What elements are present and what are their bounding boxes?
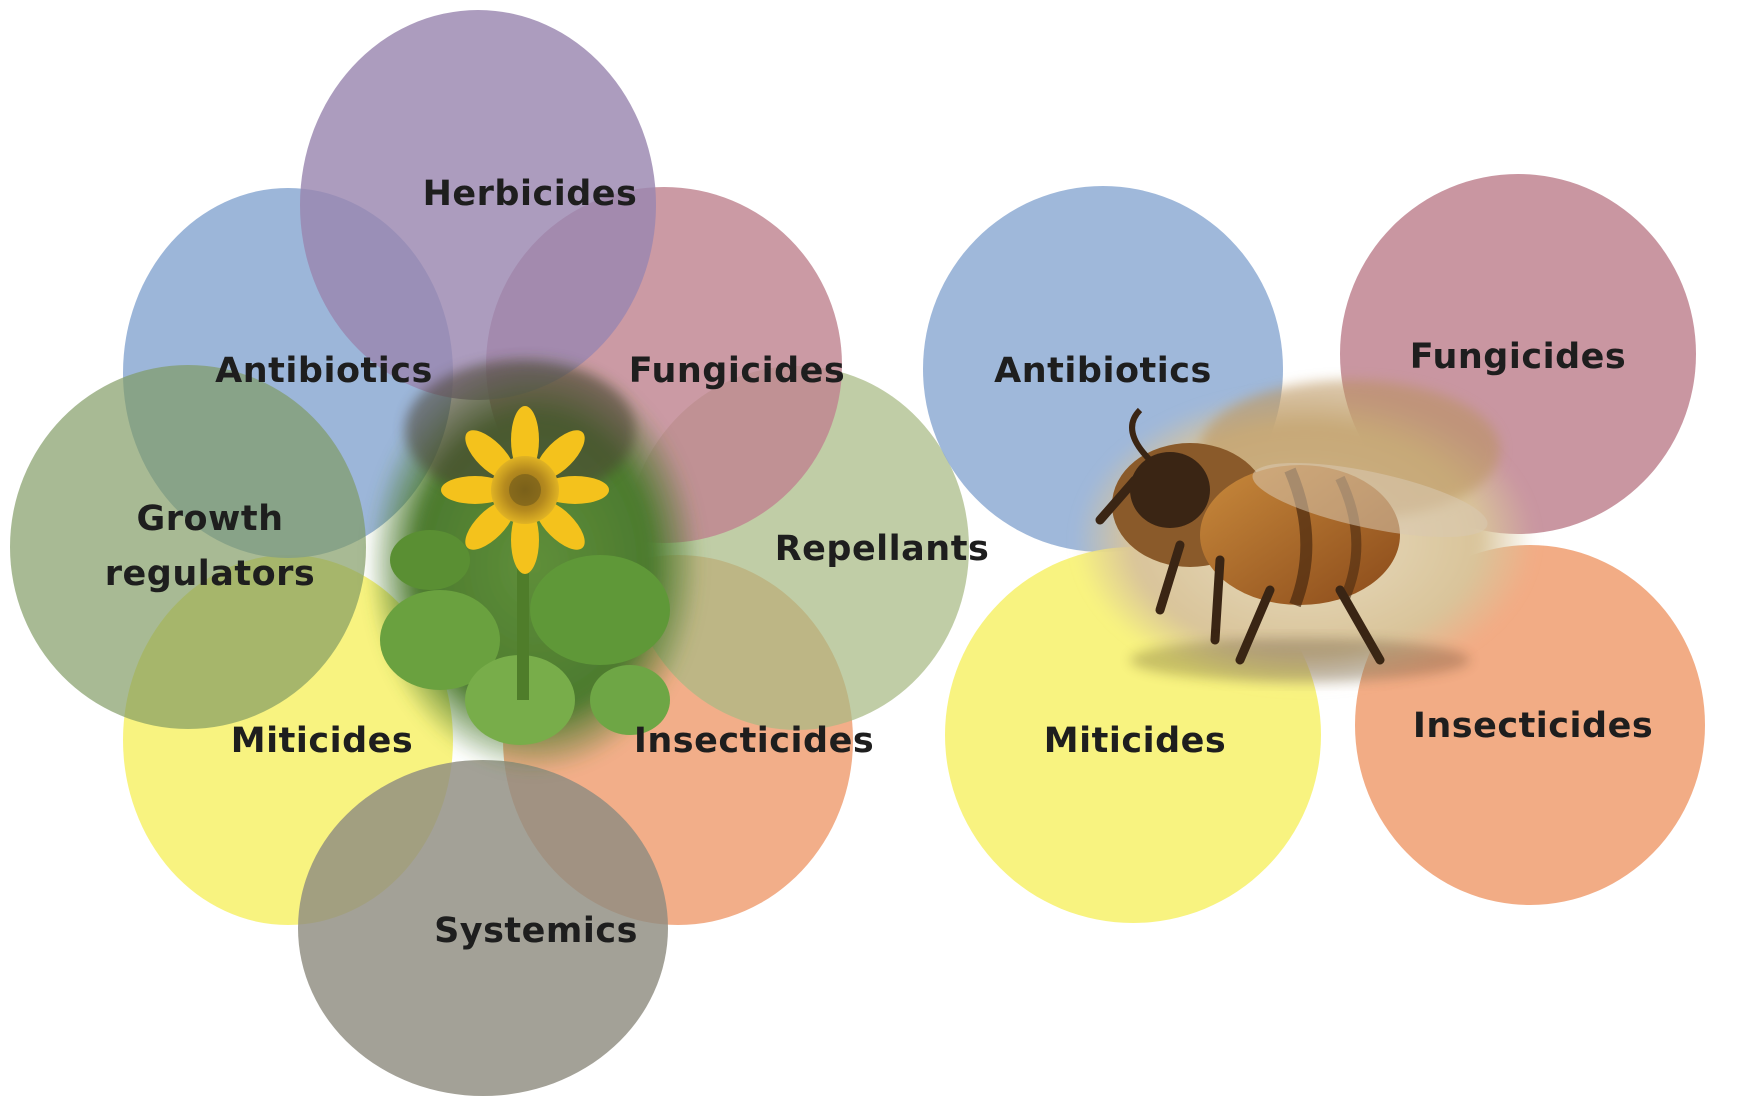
label-fungicides-plant: Fungicides — [629, 351, 845, 391]
label-fungicides-bee: Fungicides — [1410, 337, 1626, 377]
label-repellants: Repellants — [775, 529, 990, 569]
label-antibiotics-plant: Antibiotics — [215, 351, 433, 391]
label-insecticides-plant: Insecticides — [634, 721, 874, 761]
sunflower-image — [366, 355, 702, 775]
label-miticides-bee: Miticides — [1044, 721, 1226, 761]
label-insecticides-bee: Insecticides — [1413, 706, 1653, 746]
label-antibiotics-bee: Antibiotics — [994, 351, 1212, 391]
label-miticides-plant: Miticides — [231, 721, 413, 761]
label-growth-line1: Growth — [136, 499, 283, 539]
label-growth-line2: regulators — [105, 554, 315, 594]
label-systemics: Systemics — [434, 911, 638, 951]
circle-growth-regulators — [10, 365, 366, 729]
label-herbicides: Herbicides — [423, 174, 638, 214]
